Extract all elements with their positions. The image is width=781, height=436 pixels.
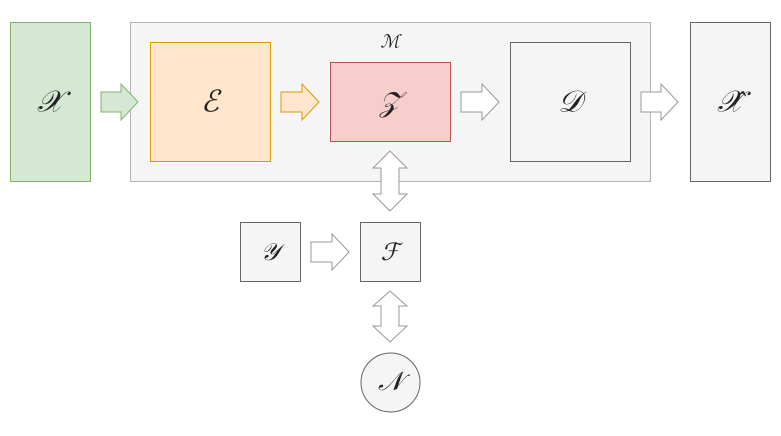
decoder-box xyxy=(510,42,631,162)
model-label: ℳ xyxy=(380,32,402,53)
encoder-box xyxy=(150,42,271,162)
arrow-condition-to-flow xyxy=(310,232,350,272)
arrow-input-to-encoder xyxy=(100,82,139,122)
flow-box xyxy=(360,222,421,282)
noise-circle xyxy=(360,352,421,413)
latent-box xyxy=(330,62,451,142)
output-box xyxy=(690,22,771,182)
arrow-decoder-to-output xyxy=(640,82,679,122)
arrow-latent-to-decoder xyxy=(460,82,500,122)
encoder-label: ℰ xyxy=(201,85,222,120)
input-box xyxy=(10,22,91,182)
double-arrow-flow-noise xyxy=(371,290,409,343)
arrow-encoder-to-latent xyxy=(280,82,320,122)
condition-box xyxy=(240,222,301,282)
double-arrow-latent-flow xyxy=(371,150,409,212)
flow-label: ℱ xyxy=(381,238,404,266)
